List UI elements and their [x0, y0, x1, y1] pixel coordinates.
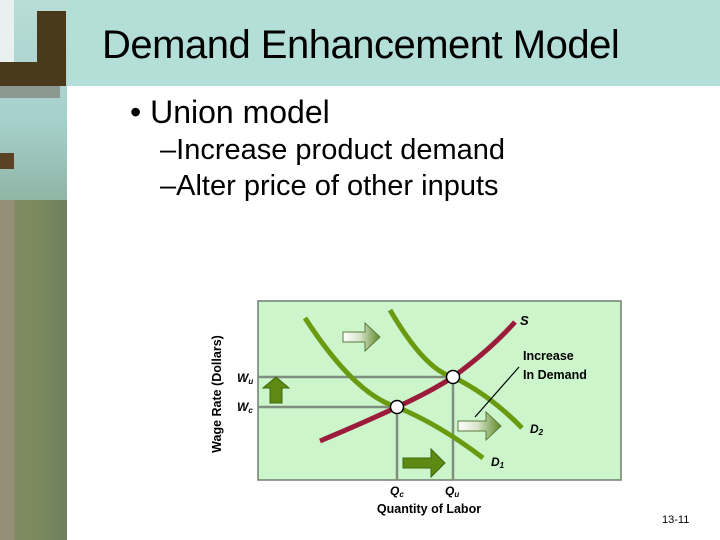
sub-bullet-item: –Alter price of other inputs: [130, 168, 505, 204]
bullet-list: • Union model –Increase product demand –…: [130, 92, 505, 204]
qu-label: Qu: [445, 484, 459, 499]
supply-label: S: [520, 313, 529, 328]
quantity-increase-arrow-icon: [402, 447, 446, 479]
demand-shift-arrow-right-icon: [457, 410, 502, 442]
annotation-line-1: Increase: [523, 349, 574, 363]
dash-marker: –: [160, 134, 177, 166]
annotation-line-2: In Demand: [523, 368, 587, 382]
d1-label: D1: [491, 455, 505, 470]
bullet-text: Alter price of other inputs: [176, 170, 499, 202]
bullet-text: Union model: [150, 94, 330, 130]
sidebar-frame-horizontal: [0, 62, 60, 86]
slide-title: Demand Enhancement Model: [102, 23, 620, 67]
supply-curve: [319, 320, 517, 444]
sub-bullet-item: –Increase product demand: [130, 132, 505, 168]
wage-increase-arrow-icon: [261, 376, 291, 404]
d2-label: D2: [530, 422, 544, 437]
bullet-marker: •: [130, 94, 142, 130]
title-band: [67, 0, 720, 86]
y-axis-label: Wage Rate (Dollars): [210, 335, 224, 453]
plot-area: [257, 300, 622, 481]
dash-marker: –: [160, 170, 177, 202]
bullet-item: • Union model: [130, 92, 505, 132]
sidebar-ledge: [0, 86, 60, 98]
bullet-text: Increase product demand: [176, 134, 506, 166]
sidebar-window-highlight: [0, 0, 14, 62]
wu-label: Wu: [237, 371, 253, 386]
sidebar-frame-small: [0, 153, 14, 169]
union-equilibrium-point: [445, 369, 461, 385]
x-axis-label: Quantity of Labor: [377, 502, 481, 516]
page-number: 13-11: [662, 514, 690, 526]
competitive-equilibrium-point: [389, 399, 405, 415]
qc-label: Qc: [390, 484, 404, 499]
annotation-pointer-line: [474, 366, 520, 418]
wc-label: Wc: [237, 400, 253, 415]
demand-shift-arrow-top-icon: [342, 321, 381, 353]
